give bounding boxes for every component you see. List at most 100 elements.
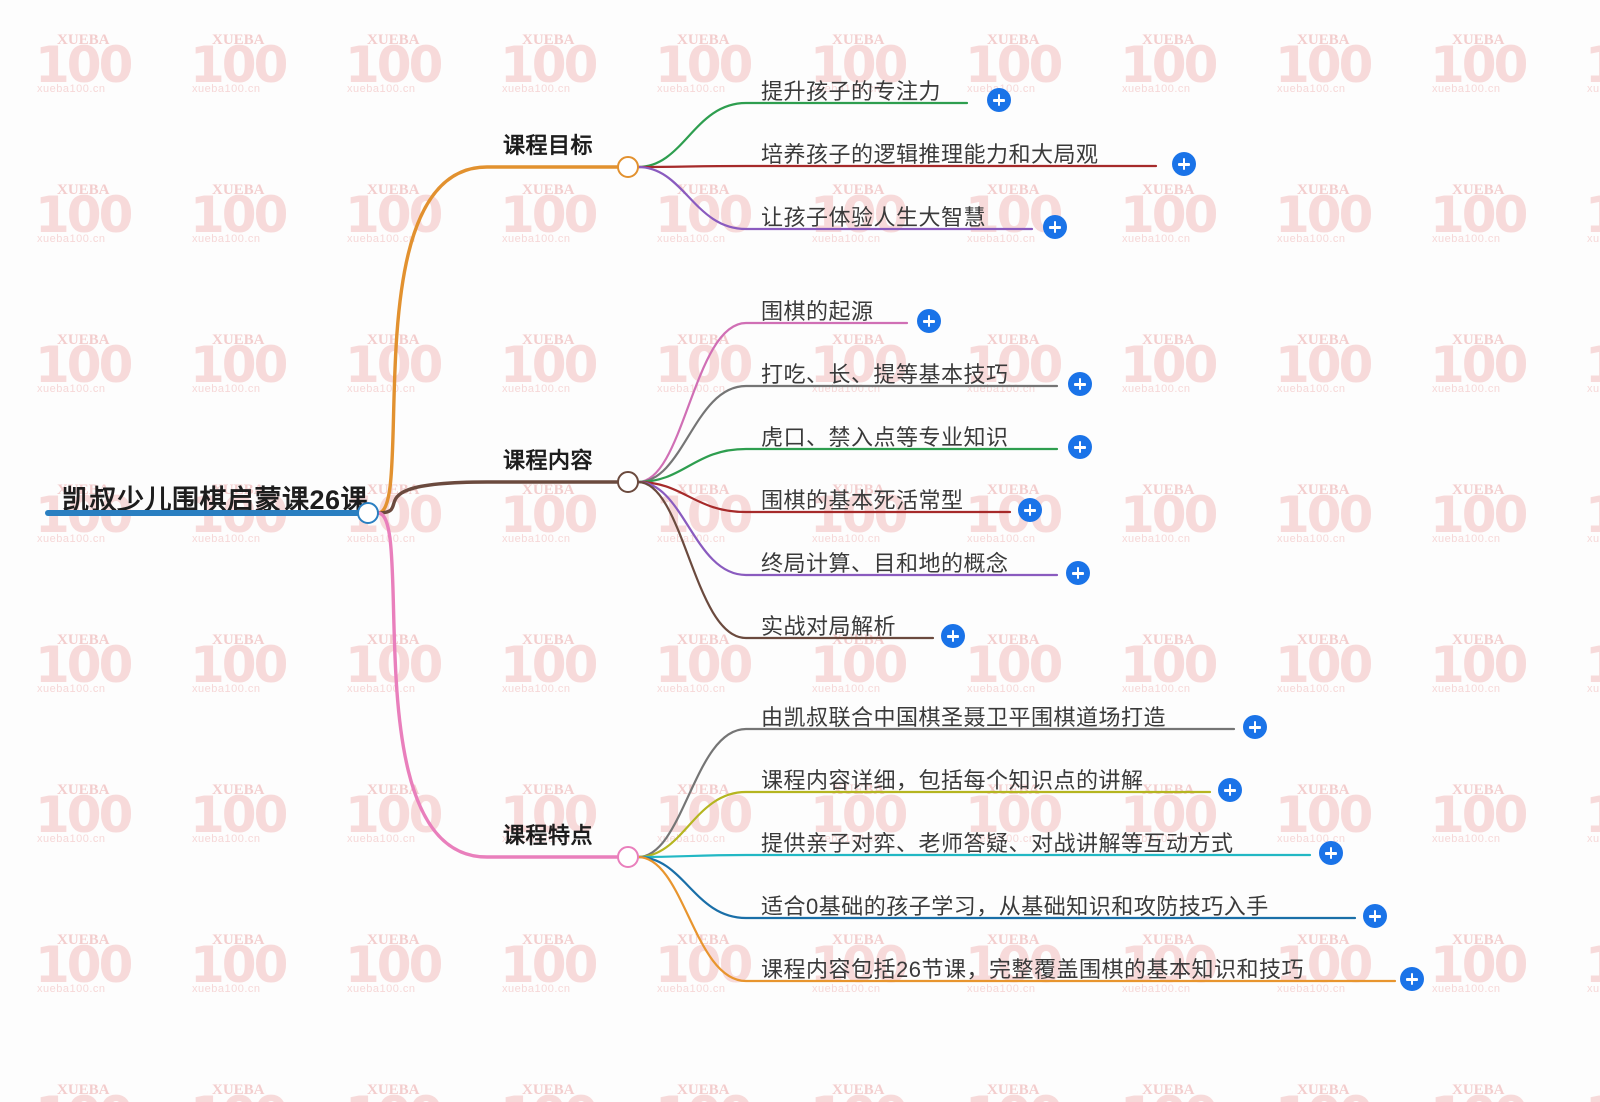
expand-button-content-3[interactable]	[1018, 498, 1042, 522]
watermark-url-text: xueba100.cn	[967, 533, 1036, 545]
watermark-brand-text: XUEBA	[212, 1082, 265, 1098]
branch-node-circle-objectives[interactable]	[617, 156, 639, 178]
leaf-label-content-3[interactable]: 围棋的基本死活常型	[761, 488, 964, 513]
root-node-label[interactable]: 凯叔少儿围棋启蒙课26课	[62, 485, 369, 515]
watermark-brand-text: XUEBA	[832, 32, 885, 48]
expand-button-features-3[interactable]	[1363, 904, 1387, 928]
watermark-logo-text: 100	[1120, 1090, 1218, 1102]
leaf-label-features-0[interactable]: 由凯叔联合中国棋圣聂卫平围棋道场打造	[761, 705, 1167, 730]
root-node-circle[interactable]	[357, 502, 379, 524]
expand-button-content-4[interactable]	[1066, 561, 1090, 585]
expand-button-content-1[interactable]	[1068, 372, 1092, 396]
watermark-url-text: xueba100.cn	[1432, 833, 1501, 845]
expand-button-objectives-0[interactable]	[987, 88, 1011, 112]
watermark-url-text: xueba100.cn	[1587, 83, 1600, 95]
watermark-url-text: xueba100.cn	[1122, 983, 1191, 995]
branch-label-features[interactable]: 课程特点	[503, 823, 594, 848]
watermark-brand-text: XUEBA	[367, 1082, 420, 1098]
watermark-logo-text: 100	[1275, 336, 1373, 394]
expand-button-objectives-1[interactable]	[1172, 152, 1196, 176]
leaf-label-objectives-1[interactable]: 培养孩子的逻辑推理能力和大局观	[761, 142, 1099, 167]
watermark-url-text: xueba100.cn	[502, 683, 571, 695]
watermark-url-text: xueba100.cn	[347, 683, 416, 695]
watermark-url-text: xueba100.cn	[502, 83, 571, 95]
leaf-label-content-0[interactable]: 围棋的起源	[761, 299, 874, 324]
watermark-url-text: xueba100.cn	[1587, 233, 1600, 245]
leaf-label-features-1[interactable]: 课程内容详细，包括每个知识点的讲解	[761, 768, 1144, 793]
watermark-logo-text: 100	[345, 936, 443, 994]
expand-button-features-1[interactable]	[1218, 778, 1242, 802]
expand-button-content-5[interactable]	[941, 624, 965, 648]
watermark-brand-text: XUEBA	[57, 32, 110, 48]
watermark-url-text: xueba100.cn	[347, 83, 416, 95]
watermark-brand-text: XUEBA	[212, 182, 265, 198]
watermark-brand-text: XUEBA	[1142, 482, 1195, 498]
watermark-logo-text: 100	[1430, 486, 1528, 544]
expand-button-content-0[interactable]	[917, 309, 941, 333]
watermark-brand-text: XUEBA	[987, 332, 1040, 348]
expand-button-content-2[interactable]	[1068, 435, 1092, 459]
watermark-brand-text: XUEBA	[987, 32, 1040, 48]
watermark-logo-text: 100	[190, 336, 288, 394]
branch-node-circle-content[interactable]	[617, 471, 639, 493]
watermark-url-text: xueba100.cn	[657, 383, 726, 395]
watermark-logo-text: 100	[190, 1090, 288, 1102]
watermark-url-text: xueba100.cn	[37, 233, 106, 245]
leaf-label-content-5[interactable]: 实战对局解析	[761, 614, 897, 639]
leaf-label-content-1[interactable]: 打吃、长、提等基本技巧	[761, 362, 1009, 387]
watermark-brand-text: XUEBA	[1452, 182, 1505, 198]
leaf-label-content-2[interactable]: 虎口、禁入点等专业知识	[761, 425, 1009, 450]
expand-button-features-0[interactable]	[1243, 715, 1267, 739]
leaf-label-features-4[interactable]: 课程内容包括26节课，完整覆盖围棋的基本知识和技巧	[761, 957, 1304, 982]
watermark-url-text: xueba100.cn	[37, 533, 106, 545]
watermark-brand-text: XUEBA	[1452, 932, 1505, 948]
leaf-label-objectives-0[interactable]: 提升孩子的专注力	[761, 79, 942, 104]
watermark-logo-text: 100	[655, 786, 753, 844]
watermark-logo-text: 100	[1585, 40, 1600, 90]
watermark-url-text: xueba100.cn	[502, 233, 571, 245]
watermark-brand-text: XUEBA	[212, 332, 265, 348]
watermark-logo-text: 100	[35, 636, 133, 694]
branch-label-content[interactable]: 课程内容	[503, 448, 594, 473]
leaf-label-content-4[interactable]: 终局计算、目和地的概念	[761, 551, 1009, 576]
leaf-label-objectives-2[interactable]: 让孩子体验人生大智慧	[761, 205, 987, 230]
watermark-url-text: xueba100.cn	[1432, 233, 1501, 245]
watermark-brand-text: XUEBA	[987, 482, 1040, 498]
watermark-url-text: xueba100.cn	[347, 233, 416, 245]
watermark-brand-text: XUEBA	[57, 782, 110, 798]
expand-button-features-2[interactable]	[1319, 841, 1343, 865]
branch-label-objectives[interactable]: 课程目标	[503, 133, 594, 158]
watermark-url-text: xueba100.cn	[37, 83, 106, 95]
watermark-brand-text: XUEBA	[1142, 632, 1195, 648]
expand-button-features-4[interactable]	[1400, 967, 1424, 991]
branch-node-circle-features[interactable]	[617, 846, 639, 868]
watermark-brand-text: XUEBA	[367, 332, 420, 348]
watermark-brand-text: XUEBA	[1452, 482, 1505, 498]
expand-button-objectives-2[interactable]	[1043, 215, 1067, 239]
leaf-label-features-2[interactable]: 提供亲子对弈、老师答疑、对战讲解等互动方式	[761, 831, 1234, 856]
leaf-label-features-3[interactable]: 适合0基础的孩子学习，从基础知识和攻防技巧入手	[761, 894, 1269, 919]
watermark-logo-text: 100	[655, 186, 753, 244]
watermark-logo-text: 100	[1585, 190, 1600, 240]
watermark-url-text: xueba100.cn	[347, 833, 416, 845]
